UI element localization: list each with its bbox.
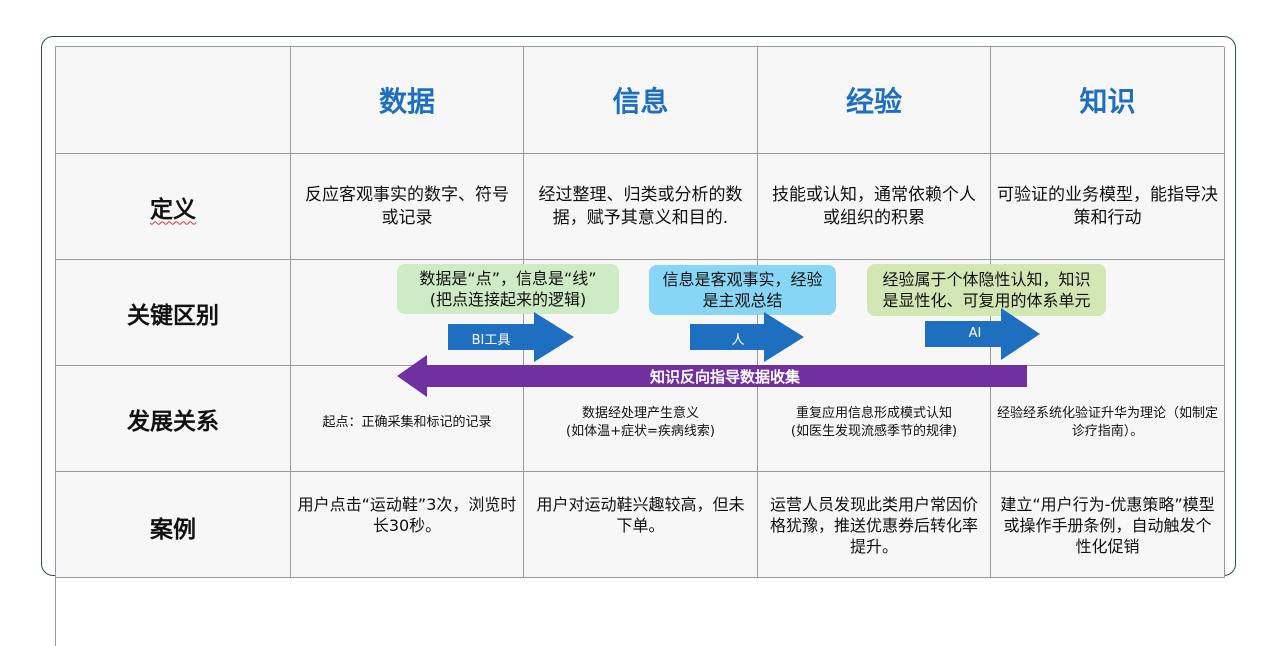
bubble-exp-know-line1: 经验属于个体隐性认知，知识 — [882, 270, 1091, 289]
bubble-info-exp-line2: 是主观总结 — [702, 291, 783, 310]
definition-knowledge: 可验证的业务模型，能指导决策和行动 — [991, 154, 1225, 260]
definition-experience: 技能或认知，通常依赖个人或组织的积累 — [758, 154, 991, 260]
definition-information: 经过整理、归类或分析的数据，赋予其意义和目的. — [524, 154, 758, 260]
header-corner — [56, 47, 291, 154]
row-label-development: 发展关系 — [56, 366, 291, 472]
bubble-data-info-line2: (把点连接起来的逻辑) — [429, 290, 587, 309]
header-data: 数据 — [291, 47, 524, 154]
development-knowledge: 经验经系统化验证升华为理论（如制定诊疗指南）。 — [991, 366, 1225, 472]
header-experience: 经验 — [758, 47, 991, 154]
case-data: 用户点击“运动鞋”3次，浏览时长30秒。 — [291, 472, 524, 578]
row-label-key-difference: 关键区别 — [56, 260, 291, 366]
row-label-definition: 定义 — [56, 154, 291, 260]
development-experience-line2: (如医生发现流感季节的规律) — [790, 423, 958, 439]
bubble-experience-vs-knowledge: 经验属于个体隐性认知，知识 是显性化、可复用的体系单元 — [867, 264, 1106, 316]
bubble-data-info-line1: 数据是“点”，信息是“线” — [419, 269, 597, 288]
definition-label-text: 定义 — [150, 196, 196, 223]
case-information: 用户对运动鞋兴趣较高，但未下单。 — [524, 472, 758, 578]
bubble-information-vs-experience: 信息是客观事实，经验 是主观总结 — [649, 265, 836, 315]
header-knowledge: 知识 — [991, 47, 1225, 154]
definition-data: 反应客观事实的数字、符号或记录 — [291, 154, 524, 260]
development-experience-line1: 重复应用信息形成模式认知 — [795, 405, 952, 421]
knowledge-back-arrow-icon — [397, 355, 1027, 397]
bubble-info-exp-line1: 信息是客观事实，经验 — [662, 270, 823, 289]
person-arrow-icon — [690, 312, 804, 362]
bi-tool-arrow-icon — [448, 312, 574, 362]
bubble-exp-know-line2: 是显性化、可复用的体系单元 — [882, 291, 1091, 310]
person-label: 人 — [731, 333, 745, 348]
case-knowledge: 建立“用户行为-优惠策略”模型或操作手册条例，自动触发个性化促销 — [991, 472, 1225, 578]
knowledge-back-label: 知识反向指导数据收集 — [649, 368, 800, 386]
comparison-table: 数据 信息 经验 知识 定义 反应客观事实的数字、符号或记录 经过整理、归类或分… — [55, 46, 1225, 646]
bi-tool-label: BI工具 — [471, 333, 511, 348]
bubble-data-vs-information: 数据是“点”，信息是“线” (把点连接起来的逻辑) — [397, 264, 619, 314]
row-label-case: 案例 — [56, 472, 291, 578]
header-information: 信息 — [524, 47, 758, 154]
ai-label: AI — [968, 326, 982, 341]
ai-arrow-icon — [925, 308, 1040, 360]
development-information-line2: (如体温+症状=疾病线索) — [566, 423, 715, 439]
development-information-line1: 数据经处理产生意义 — [581, 405, 699, 421]
case-experience: 运营人员发现此类用户常因价格犹豫，推送优惠券后转化率提升。 — [758, 472, 991, 578]
